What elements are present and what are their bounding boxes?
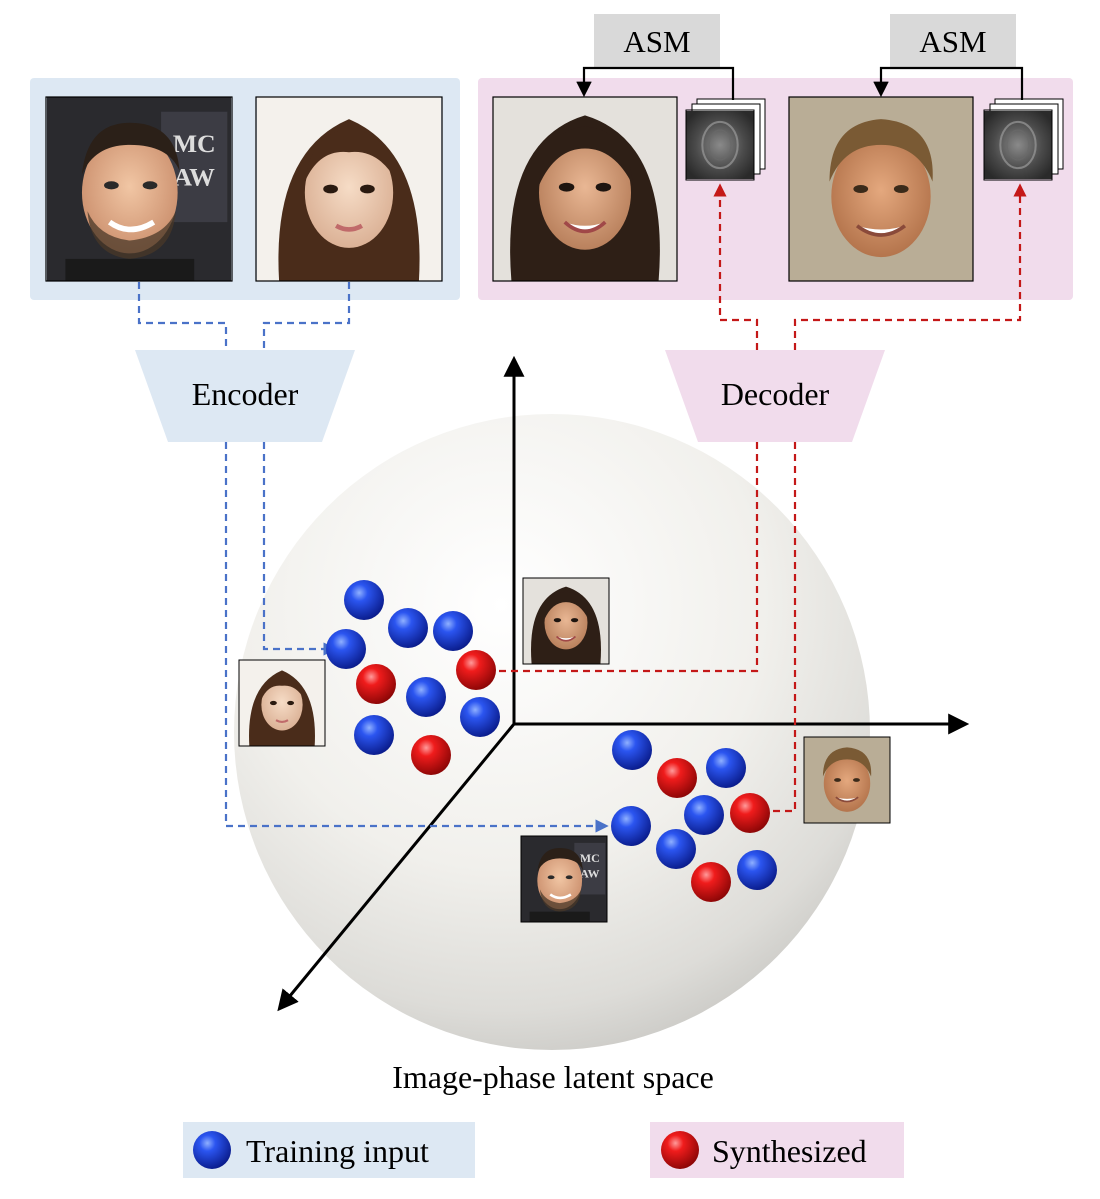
synthesized-face-man-photo [788,96,974,282]
phase-noise-stack-2 [983,98,1064,181]
training-ball [706,748,746,788]
synthesized-face-woman-photo [492,96,678,282]
asm-box-1 [594,14,720,68]
asm-arrow-1 [576,66,735,100]
training-ball [388,608,428,648]
training-ball [460,697,500,737]
training-ball [326,629,366,669]
latent-space-caption: Image-phase latent space [392,1059,714,1095]
thumb-woman-synth [522,577,610,665]
synthesized-ball [691,862,731,902]
training-ball [611,806,651,846]
training-ball [737,850,777,890]
asm-label-2: ASM [919,24,986,59]
training-ball [344,580,384,620]
legend: Training input Synthesized [183,1122,904,1178]
thumb-man-synth [803,736,891,824]
synthesized-ball [657,758,697,798]
training-ball [656,829,696,869]
legend-synthesized-label: Synthesized [712,1133,867,1169]
training-ball [684,795,724,835]
encoder-connections [137,282,609,833]
latent-sphere [234,414,870,1050]
ball-cluster-1 [326,580,500,775]
training-ball [406,677,446,717]
synthesized-ball [456,650,496,690]
synthesized-ball [730,793,770,833]
asm-box-2 [890,14,1016,68]
synthesized-ball [356,664,396,704]
encoder-block [135,350,355,442]
thumb-man-input [520,835,608,923]
asm-label-1: ASM [623,24,690,59]
axis-diagonal [277,723,516,1012]
decoder-block [665,350,885,442]
legend-training-bg [183,1122,475,1178]
phase-noise-stack-1 [685,98,766,181]
input-face-woman-photo [255,96,443,282]
synthesized-ball [411,735,451,775]
decoder-connections [497,183,1027,813]
training-ball [354,715,394,755]
training-ball [433,611,473,651]
thumb-woman-input [238,659,326,747]
input-face-man-photo [45,96,233,282]
legend-training-label: Training input [246,1133,429,1169]
legend-training-ball [193,1131,231,1169]
training-ball [612,730,652,770]
legend-synthesized-ball [661,1131,699,1169]
ball-cluster-2 [611,730,777,902]
encoder-label: Encoder [192,376,299,412]
decoder-label: Decoder [721,376,830,412]
asm-arrow-2 [873,66,1024,100]
